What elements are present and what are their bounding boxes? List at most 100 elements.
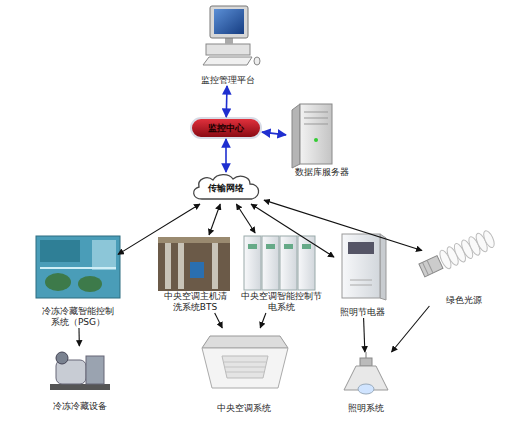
energy-bulb-illustration-part (427, 260, 433, 273)
energy-bulb-illustration-part (423, 262, 429, 275)
compressor-illustration (50, 352, 110, 390)
ac-cassette-illustration-part (226, 372, 264, 373)
computer-illustration-part (214, 9, 244, 34)
lamp-illustration-part (366, 352, 367, 358)
computer-illustration-part (203, 57, 252, 65)
system-node: 冷冻冷藏智能控制系统（PSG） (38, 230, 118, 328)
system-node: 照明节电器 (334, 232, 390, 318)
connector-arrow (215, 313, 223, 328)
platform-node: 监控管理平台 (194, 2, 262, 86)
lighting-saver-illustration-part (380, 234, 386, 300)
control-cabinet-illustration-part (248, 244, 257, 249)
connector-arrow (78, 328, 79, 346)
control-cabinet-illustration-part (244, 236, 261, 290)
refrigeration-control-illustration-part (40, 267, 116, 269)
ac-cassette-illustration-part (202, 336, 288, 348)
server-illustration-part (304, 118, 328, 119)
node-label: 中央空调主机清洗系统BTS (160, 291, 230, 313)
control-cabinet-illustration (244, 236, 315, 290)
refrigeration-control-illustration-part (40, 240, 80, 262)
equipment-node: 中央空调系统 (192, 328, 296, 414)
connector-arrow (260, 313, 266, 328)
node-label: 照明节电器 (340, 307, 385, 318)
refrigeration-control-illustration-part (92, 240, 116, 270)
control-cabinet-illustration-part (302, 244, 311, 249)
server-illustration-part (300, 104, 332, 164)
connector-arrow (251, 204, 334, 257)
ac-cassette-illustration-part (225, 367, 265, 368)
connector-arrow (364, 318, 365, 352)
control-cabinet-illustration-part (298, 236, 315, 290)
connector-arrow (225, 86, 227, 117)
lighting-saver-illustration (342, 234, 386, 300)
connector-arrow (262, 132, 286, 135)
server-illustration (292, 104, 332, 168)
connector-arrow (392, 306, 430, 352)
monitor-center-pill: 监控中心 (190, 117, 262, 139)
server-illustration-part (292, 104, 300, 168)
cloud-shape (194, 175, 259, 199)
control-cabinet-illustration-part (262, 236, 279, 290)
ac-cassette-illustration-part (222, 356, 268, 378)
computer-illustration-part (206, 44, 250, 55)
connector-arrow (264, 200, 422, 250)
lighting-saver-illustration-part (342, 234, 380, 298)
server-illustration-part (314, 138, 318, 142)
compressor-illustration-part (50, 384, 110, 390)
equipment-node: 冷冻冷藏设备 (40, 346, 120, 412)
chiller-cleaning-illustration-part (190, 262, 204, 278)
control-cabinet-illustration-part (284, 244, 293, 249)
lighting-saver-illustration-part (350, 280, 372, 281)
lighting-saver-illustration-part (348, 242, 374, 254)
server-illustration-part (304, 112, 328, 113)
lamp-illustration-part (360, 358, 372, 366)
ac-cassette-illustration-part (202, 348, 288, 388)
chiller-cleaning-illustration-part (178, 243, 184, 289)
control-cabinet-illustration-part (266, 244, 275, 249)
chiller-cleaning-illustration (158, 237, 230, 291)
connector-arrow (118, 204, 200, 254)
node-label: 监控中心 (208, 123, 244, 134)
ac-cassette-illustration (202, 336, 288, 388)
energy-bulb-illustration (418, 228, 497, 279)
node-label: 中央空调系统 (217, 403, 271, 414)
compressor-illustration-part (56, 352, 68, 364)
connector-arrow (236, 204, 255, 233)
lighting-saver-illustration-part (350, 285, 372, 286)
energy-bulb-illustration-part (419, 256, 443, 277)
node-label: 数据库服务器 (295, 167, 349, 178)
system-node: 绿色光源 (422, 222, 506, 306)
node-label: 冷冻冷藏设备 (53, 401, 107, 412)
lamp-illustration-part (358, 384, 374, 394)
connector-arrow (225, 139, 227, 172)
equipment-node: 照明系统 (336, 352, 396, 414)
node-label: 照明系统 (348, 403, 384, 414)
ac-cassette-illustration-part (224, 362, 266, 363)
refrigeration-control-illustration (36, 236, 120, 298)
chiller-cleaning-illustration-part (165, 243, 171, 289)
chiller-cleaning-illustration-part (158, 237, 230, 243)
chiller-cleaning-illustration-part (212, 243, 218, 289)
node-label: 绿色光源 (446, 295, 482, 306)
node-label: 传输网络 (208, 183, 244, 194)
chiller-cleaning-illustration-part (158, 237, 230, 291)
computer-illustration-part (225, 38, 233, 44)
network-cloud: 传输网络 (188, 172, 264, 204)
server-node: 数据库服务器 (286, 100, 358, 178)
system-node: 中央空调主机清洗系统BTS (160, 235, 230, 313)
computer-illustration-part (210, 6, 248, 38)
connector-arrow (209, 204, 220, 235)
compressor-illustration-part (86, 356, 104, 384)
energy-bulb-illustration-part (482, 229, 497, 249)
control-cabinet-illustration-part (280, 236, 297, 290)
server-illustration-part (304, 124, 328, 125)
lamp-illustration (344, 352, 388, 394)
node-label: 监控管理平台 (201, 75, 255, 86)
refrigeration-control-illustration-part (36, 236, 120, 298)
refrigeration-control-illustration-part (45, 273, 71, 291)
system-node: 中央空调智能控制节电系统 (240, 233, 322, 313)
